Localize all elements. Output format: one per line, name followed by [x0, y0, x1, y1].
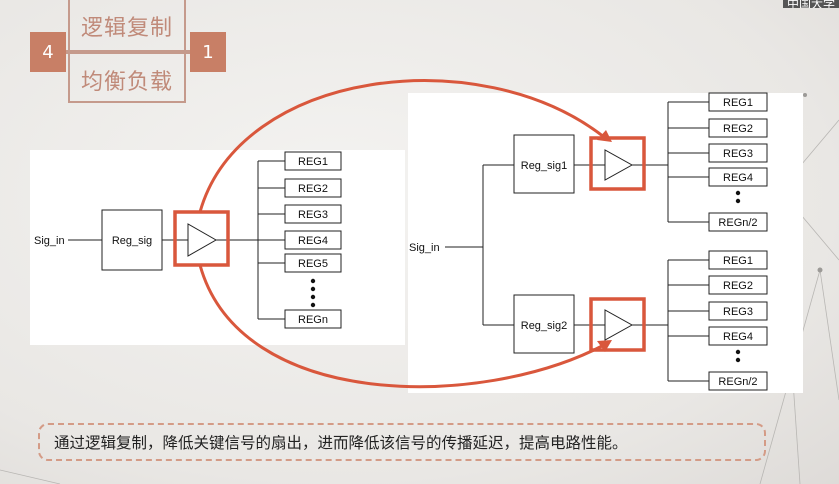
left-reg-1: REG1: [298, 156, 328, 168]
right-bottom-reg-3: REG3: [723, 306, 753, 318]
right-dots: [735, 190, 741, 363]
right-reg-sig1-label: Reg_sig1: [521, 160, 567, 172]
arrow-to-top-buffer: [198, 79, 605, 213]
left-reg-5: REG5: [298, 258, 328, 270]
title-top: 逻辑复制: [80, 16, 173, 41]
right-top-reg-3: REG3: [723, 148, 753, 160]
left-reg-4: REG4: [298, 235, 328, 247]
arrowhead-bottom: [597, 340, 612, 352]
caption: 通过逻辑复制，降低关键信号的扇出，进而降低该信号的传播延迟，提高电路性能。: [38, 423, 766, 461]
subsection-number: 1: [190, 32, 226, 72]
title-block: 逻辑复制 均衡负载 4 1: [28, 0, 228, 110]
left-reg-n: REGn: [298, 314, 328, 326]
right-top-buffer-highlight: [589, 136, 646, 191]
right-top-reg-2: REG2: [723, 123, 753, 135]
left-circuit: [68, 151, 342, 329]
corner-logo-text: 中国大学: [782, 0, 839, 8]
replication-arrows: [198, 79, 605, 389]
arrowhead-top: [597, 130, 612, 142]
title-bottom: 均衡负载: [80, 70, 173, 95]
section-number: 4: [30, 32, 66, 72]
right-bottom-reg-4: REG4: [723, 331, 753, 343]
left-reg-2: REG2: [298, 183, 328, 195]
left-diagram-panel: [30, 150, 405, 345]
right-bottom-reg-1: REG1: [723, 255, 753, 267]
right-circuit: [445, 92, 768, 391]
right-top-reg-4: REG4: [723, 172, 753, 184]
right-bottom-reg-n2: REGn/2: [718, 376, 757, 388]
right-sig-in-label: Sig_in: [409, 242, 440, 254]
right-bottom-buffer-highlight: [589, 297, 646, 352]
title-divider: [66, 50, 190, 54]
right-top-reg-n2: REGn/2: [718, 217, 757, 229]
left-reg-3: REG3: [298, 209, 328, 221]
left-sig-in-label: Sig_in: [34, 235, 65, 247]
right-top-reg-1: REG1: [723, 97, 753, 109]
right-reg-sig2-label: Reg_sig2: [521, 320, 567, 332]
left-reg-sig-label: Reg_sig: [112, 235, 152, 247]
left-dots: [310, 278, 316, 308]
right-bottom-reg-2: REG2: [723, 280, 753, 292]
arrow-to-bottom-buffer: [198, 264, 605, 389]
